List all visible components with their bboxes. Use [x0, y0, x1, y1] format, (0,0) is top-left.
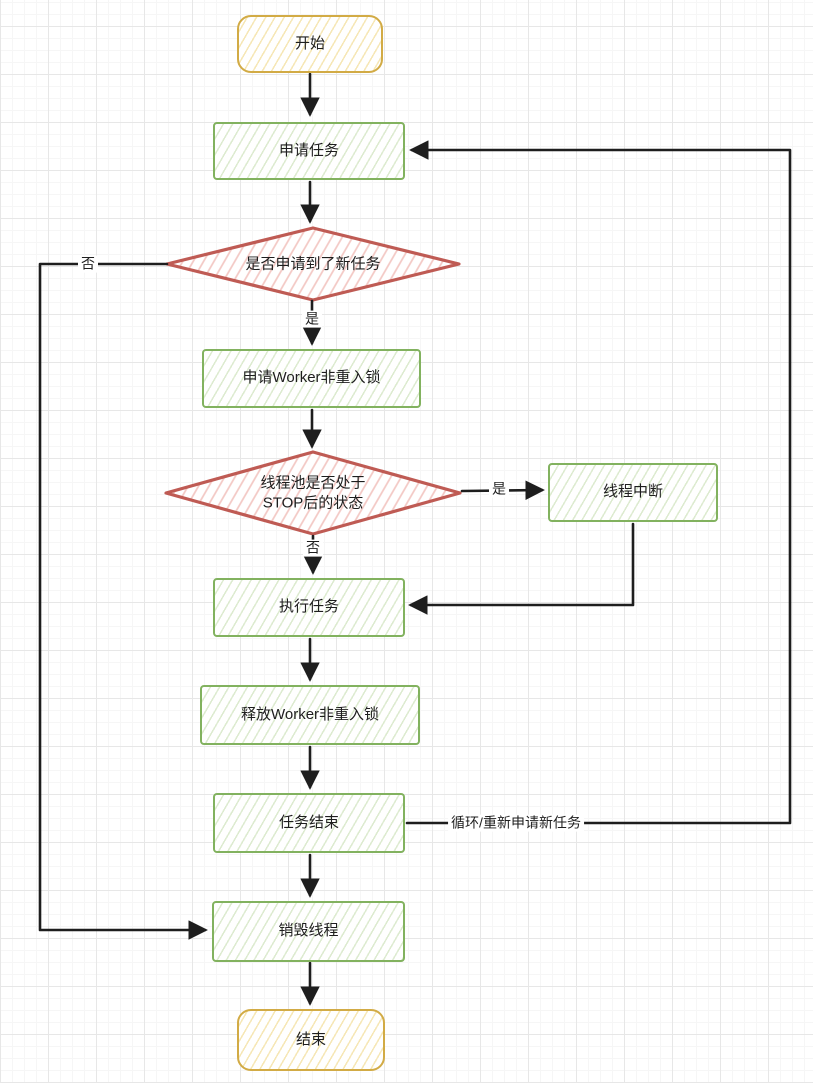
edge-label-loop: 循环/重新申请新任务: [448, 814, 584, 832]
decision-pool-stopped-label: 线程池是否处于 STOP后的状态: [260, 474, 366, 512]
node-request-task-label: 申请任务: [278, 141, 339, 159]
node-thread-interrupt-label: 线程中断: [602, 483, 663, 501]
edge-interrupt-to-execute: [408, 522, 635, 615]
node-execute-task-label: 执行任务: [278, 598, 339, 616]
node-start-label: 开始: [294, 34, 325, 52]
node-execute-task: 执行任务: [213, 578, 405, 637]
node-destroy-thread: 销毁线程: [212, 901, 405, 962]
node-acquire-lock: 申请Worker非重入锁: [202, 349, 421, 408]
node-request-task: 申请任务: [213, 122, 405, 180]
node-task-end-label: 任务结束: [278, 813, 339, 831]
node-thread-interrupt: 线程中断: [548, 463, 718, 522]
edge-label-yes-down: 是: [302, 310, 322, 328]
edge-label-no-down: 否: [303, 539, 323, 557]
node-release-lock-label: 释放Worker非重入锁: [240, 705, 380, 723]
node-destroy-thread-label: 销毁线程: [278, 922, 339, 940]
decision-got-new-task: [165, 226, 461, 302]
node-end-label: 结束: [295, 1030, 326, 1048]
node-start: 开始: [237, 15, 383, 73]
edge-decision1-no-to-destroy: [38, 262, 208, 940]
node-release-lock: 释放Worker非重入锁: [200, 685, 420, 745]
decision-pool-stopped: [164, 450, 462, 536]
edge-loop-to-request: [405, 140, 792, 825]
edge-label-yes-right: 是: [489, 480, 509, 498]
node-acquire-lock-label: 申请Worker非重入锁: [242, 369, 381, 387]
node-end: 结束: [237, 1009, 385, 1071]
node-task-end: 任务结束: [213, 793, 405, 853]
edge-label-no-left: 否: [78, 255, 98, 273]
decision-got-new-task-label: 是否申请到了新任务: [245, 255, 381, 273]
